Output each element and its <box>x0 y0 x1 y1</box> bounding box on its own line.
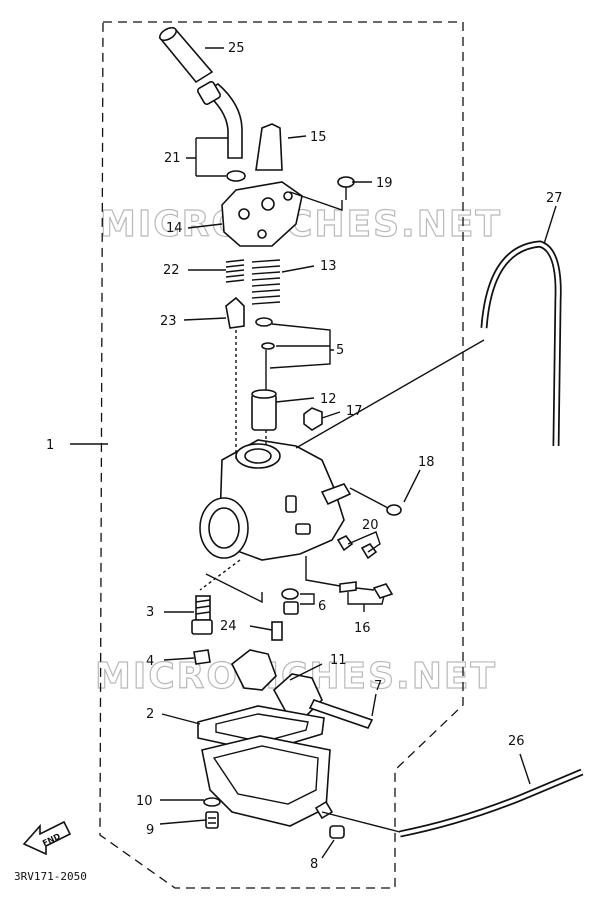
part-18-screw <box>349 487 402 516</box>
callout-14: 14 <box>166 221 183 236</box>
callout-12: 12 <box>320 392 337 407</box>
callout-11: 11 <box>330 653 347 668</box>
part-3-jet-holder <box>191 595 213 635</box>
part-14-top-plate <box>221 181 303 247</box>
part-21-cable-elbow <box>197 81 246 182</box>
callout-26: 26 <box>508 734 525 749</box>
callout-27: 27 <box>546 191 563 206</box>
callout-17: 17 <box>346 404 363 419</box>
part-4-jet <box>193 649 211 665</box>
part-25-cable-adjuster <box>158 26 214 84</box>
callout-15: 15 <box>310 130 327 145</box>
callout-9: 9 <box>146 823 154 838</box>
callout-8: 8 <box>310 857 318 872</box>
callout-16: 16 <box>354 621 371 636</box>
callout-24: 24 <box>220 619 237 634</box>
callout-25: 25 <box>228 41 245 56</box>
part-23-needle-holder <box>225 296 245 329</box>
callout-5: 5 <box>336 343 344 358</box>
assembly-boundary <box>99 21 464 889</box>
part-6-jets <box>281 588 299 615</box>
part-2-gasket <box>197 705 325 753</box>
callout-1: 1 <box>46 438 54 453</box>
part-10-washer <box>203 797 221 807</box>
part-9-screw <box>205 811 219 829</box>
callout-2: 2 <box>146 707 154 722</box>
part-16-pilot-screw <box>339 581 394 599</box>
part-19-screw <box>337 176 355 200</box>
part-20-screws <box>336 534 378 560</box>
callout-23: 23 <box>160 314 177 329</box>
part-24-needle-jet <box>271 621 283 641</box>
find-arrow-icon: FND <box>22 820 72 856</box>
callout-7: 7 <box>374 679 382 694</box>
watermark-top: MICROFICHES.NET <box>100 204 502 245</box>
part-7-float-pin <box>308 699 374 729</box>
callout-18: 18 <box>418 455 435 470</box>
callout-10: 10 <box>136 794 153 809</box>
callout-21: 21 <box>164 151 181 166</box>
callout-19: 19 <box>376 176 393 191</box>
callout-6: 6 <box>318 599 326 614</box>
part-15-cap <box>255 123 283 171</box>
callout-20: 20 <box>362 518 379 533</box>
callout-22: 22 <box>163 263 180 278</box>
carburetor-body <box>199 439 352 561</box>
part-22-spring <box>225 259 245 283</box>
part-13-spring <box>251 259 281 305</box>
callout-13: 13 <box>320 259 337 274</box>
part-17-cap <box>303 407 323 431</box>
part-5-needle-clip <box>255 317 275 392</box>
callout-3: 3 <box>146 605 154 620</box>
leader-lines <box>70 47 557 859</box>
float-bowl <box>201 735 334 827</box>
drawing-code: 3RV171-2050 <box>14 870 87 883</box>
part-8-screw <box>329 825 345 839</box>
part-12-throttle-valve <box>251 389 277 431</box>
callout-4: 4 <box>146 654 154 669</box>
part-26-hose <box>399 768 584 838</box>
